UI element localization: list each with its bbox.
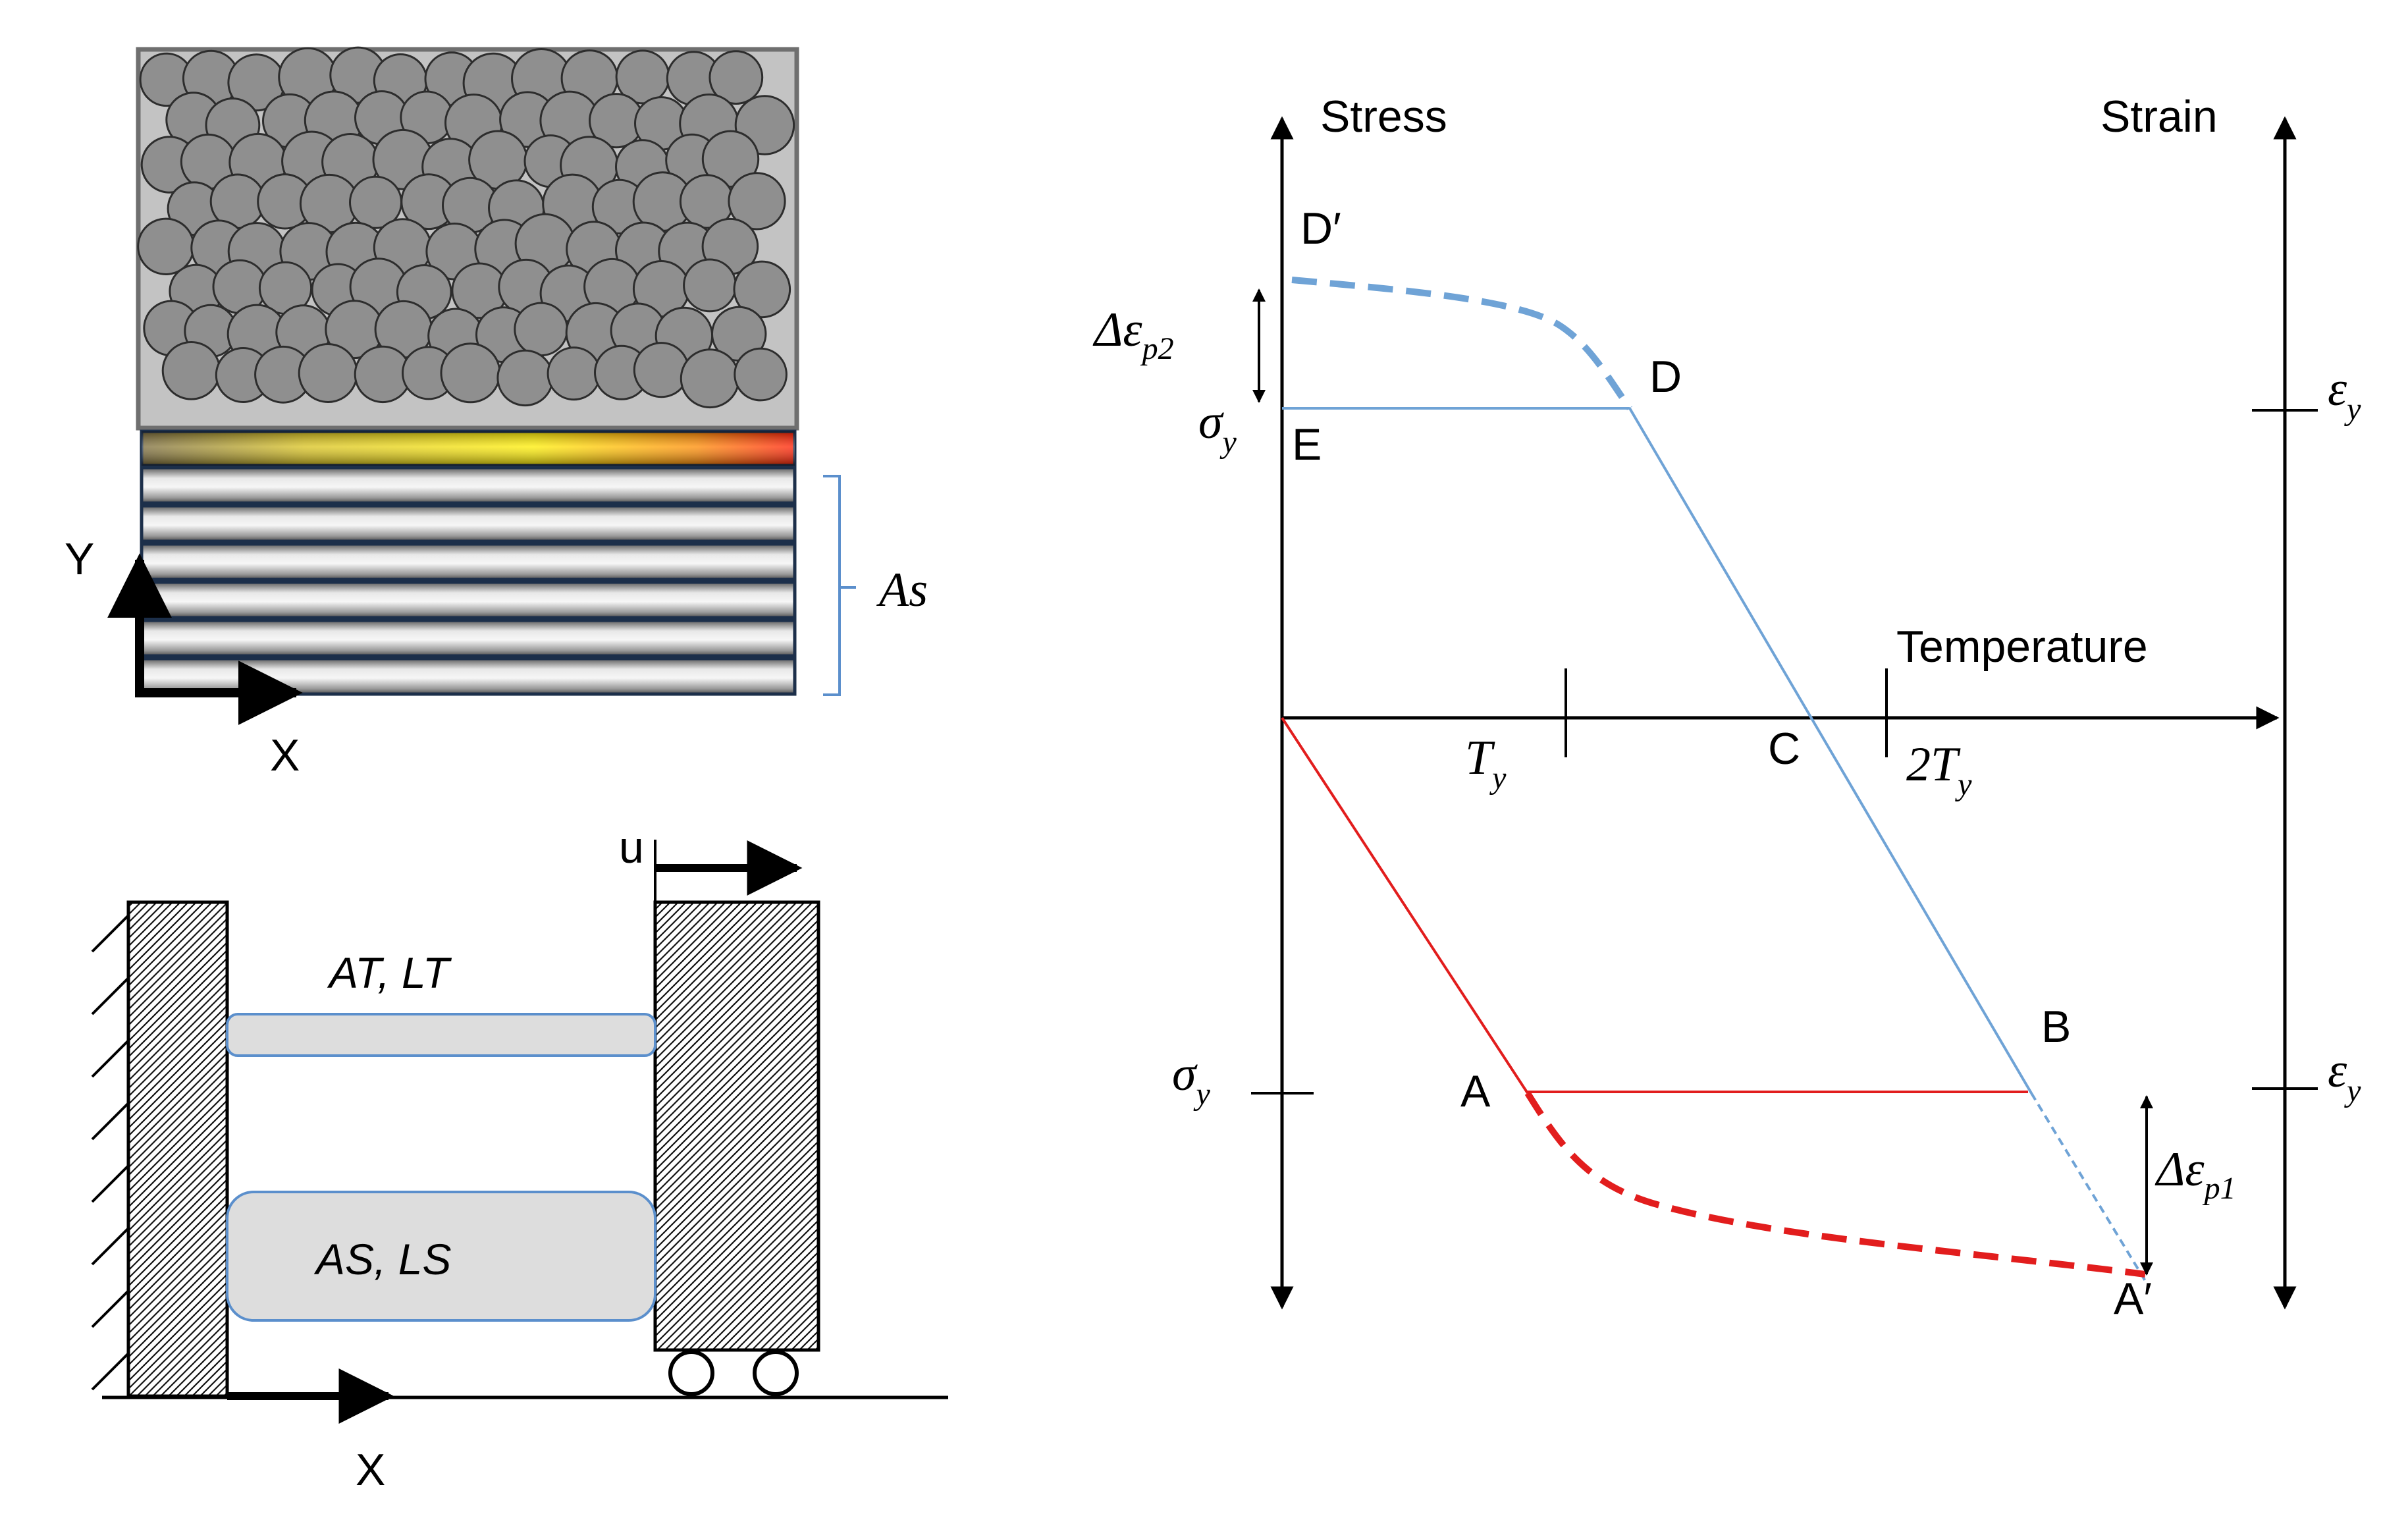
bar-model: AT, LT AS, LS u X (91, 823, 948, 1495)
panel-a-y-label: Y (65, 534, 94, 584)
particle (440, 342, 501, 404)
label-eps-bottom: εy (2328, 1044, 2361, 1108)
fixed-wall (126, 900, 229, 1398)
bar-bottom (226, 1191, 656, 1322)
point-d: D (1649, 352, 1682, 402)
fiber-layer (140, 504, 797, 543)
particle (734, 347, 788, 402)
point-b: B (2041, 1002, 2071, 1052)
particle (298, 343, 358, 403)
panel-b-x-label: X (356, 1445, 385, 1495)
particle (633, 342, 690, 398)
label-2ty: 2Ty (1906, 738, 1972, 802)
blue-dashed-curve-d-dprime (1291, 277, 1633, 410)
composite-cross-section: Y X As (65, 46, 928, 780)
particle (514, 302, 568, 357)
particle (137, 217, 195, 275)
roller-right (753, 1350, 799, 1396)
particles (137, 46, 795, 409)
fiber-layer (140, 542, 797, 581)
particle (161, 341, 221, 400)
fiber-layers (140, 466, 797, 696)
bar-bottom-label: AS, LS (313, 1235, 451, 1284)
point-e: E (1292, 419, 1322, 470)
as-brace (823, 475, 856, 696)
stress-label: Stress (1320, 92, 1447, 142)
label-delta-p1: Δεp1 (2154, 1143, 2236, 1206)
temperature-label: Temperature (1896, 622, 2148, 672)
red-line-origin-a (1281, 716, 1529, 1095)
label-ty: Ty (1465, 731, 1507, 796)
fixed-support-ticks (91, 914, 130, 1391)
fiber-layer (140, 618, 797, 658)
blue-line-d-b (1628, 407, 2033, 1095)
u-label: u (619, 823, 644, 873)
particle (709, 50, 764, 105)
red-dashed-curve-a-aprime (1524, 1091, 2146, 1278)
particle (547, 346, 601, 401)
as-label: As (876, 563, 928, 617)
blue-dashed-b-a-prime (2030, 1092, 2147, 1282)
bar-top (226, 1013, 656, 1057)
label-delta-p2: Δεp2 (1092, 303, 1174, 366)
point-d-prime: D′ (1300, 203, 1341, 254)
label-eps-top: εy (2328, 362, 2361, 427)
particle (496, 349, 554, 407)
stress-temperature-diagram: Stress Strain Temperature D′ D E C B A A… (1092, 92, 2361, 1324)
point-a: A (1460, 1066, 1491, 1116)
bar-top-label: AT, LT (327, 948, 452, 997)
particle (683, 258, 737, 313)
label-sigma-top: σy (1198, 395, 1237, 460)
point-a-prime: A′ (2114, 1274, 2152, 1324)
moving-block (653, 900, 820, 1352)
fiber-layer (140, 580, 797, 620)
label-sigma-bottom: σy (1172, 1047, 1211, 1112)
point-c: C (1768, 724, 1800, 774)
particle (728, 172, 786, 230)
particle (680, 348, 740, 409)
particle (701, 130, 760, 188)
strain-label: Strain (2100, 92, 2218, 142)
roller-left (668, 1350, 714, 1396)
panel-a-x-label: X (270, 730, 300, 780)
particle (733, 260, 791, 319)
fiber-layer (140, 466, 797, 505)
